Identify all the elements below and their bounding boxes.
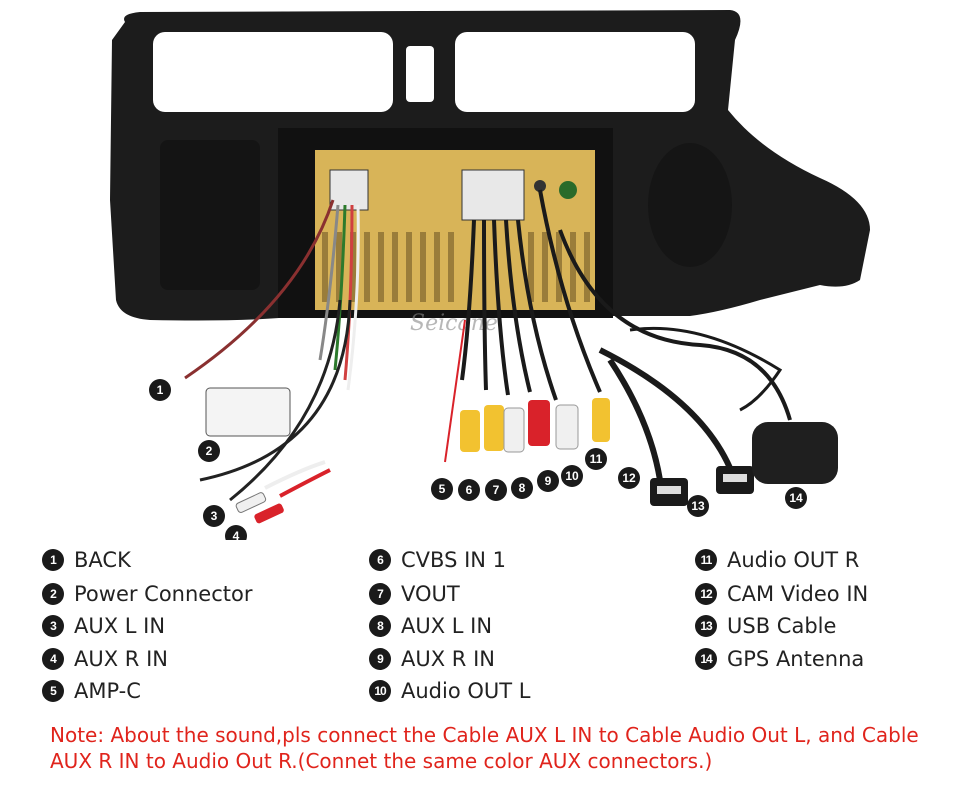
legend-label: AUX R IN [74, 647, 168, 671]
svg-text:10: 10 [565, 469, 579, 483]
svg-text:9: 9 [545, 474, 552, 488]
legend-item: 8 AUX L IN [369, 610, 492, 642]
av-connector [461, 169, 525, 221]
gps-socket [534, 180, 546, 192]
svg-text:11: 11 [590, 452, 603, 466]
usb-socket [559, 181, 577, 199]
callout-9: 9 [537, 470, 559, 492]
rca-plugs [460, 398, 610, 453]
usb-cables [598, 347, 754, 506]
legend-item: 6 CVBS IN 1 [369, 544, 506, 576]
legend-number-badge: 2 [42, 583, 64, 605]
legend-number-badge: 7 [369, 583, 391, 605]
legend-label: AUX R IN [401, 647, 495, 671]
note-text: Note: About the sound,pls connect the Ca… [50, 723, 919, 773]
legend-number-badge: 10 [369, 680, 391, 702]
callout-5: 5 [431, 478, 453, 500]
svg-text:4: 4 [233, 529, 240, 540]
legend-item: 2 Power Connector [42, 578, 252, 610]
legend-item: 14 GPS Antenna [695, 643, 864, 675]
callout-12: 12 [618, 467, 640, 489]
callout-7: 7 [485, 479, 507, 501]
legend-label: Audio OUT R [727, 548, 860, 572]
svg-text:3: 3 [211, 509, 218, 523]
svg-text:5: 5 [439, 482, 446, 496]
legend-item: 3 AUX L IN [42, 610, 165, 642]
svg-text:14: 14 [789, 491, 803, 505]
legend-label: USB Cable [727, 614, 837, 638]
legend-number-badge: 5 [42, 680, 64, 702]
legend-item: 1 BACK [42, 544, 131, 576]
legend-number-badge: 6 [369, 549, 391, 571]
legend-number-badge: 8 [369, 615, 391, 637]
legend-item: 12 CAM Video IN [695, 578, 868, 610]
callout-10: 10 [561, 465, 583, 487]
svg-text:2: 2 [206, 444, 213, 458]
svg-text:12: 12 [622, 471, 636, 485]
legend-label: BACK [74, 548, 131, 572]
svg-text:7: 7 [493, 483, 500, 497]
callout-3: 3 [203, 505, 225, 527]
legend-item: 4 AUX R IN [42, 643, 168, 675]
power-connector [205, 387, 291, 437]
bezel-window-left [153, 32, 393, 112]
legend-number-badge: 4 [42, 648, 64, 670]
callout-4: 4 [225, 525, 247, 540]
legend-number-badge: 9 [369, 648, 391, 670]
callout-8: 8 [511, 477, 533, 499]
legend-label: AUX L IN [74, 614, 166, 638]
legend-number-badge: 14 [695, 648, 717, 670]
callout-2: 2 [198, 440, 220, 462]
legend-item: 7 VOUT [369, 578, 460, 610]
legend-label: VOUT [401, 582, 460, 606]
svg-text:13: 13 [691, 499, 705, 513]
legend-label: AMP-C [74, 679, 141, 703]
gps-antenna [558, 229, 838, 484]
legend-item: 10 Audio OUT L [369, 675, 530, 707]
legend-number-badge: 11 [695, 549, 717, 571]
bezel-window-right [455, 32, 695, 112]
legend-item: 9 AUX R IN [369, 643, 495, 675]
legend-label: AUX L IN [401, 614, 493, 638]
legend-number-badge: 13 [695, 615, 717, 637]
legend-label: Power Connector [74, 582, 253, 606]
legend-number-badge: 12 [695, 583, 717, 605]
callout-13: 13 [687, 495, 709, 517]
legend-label: CAM Video IN [727, 582, 869, 606]
legend-label: Audio OUT L [401, 679, 531, 703]
svg-text:8: 8 [519, 481, 526, 495]
legend-item: 11 Audio OUT R [695, 544, 859, 576]
callout-11: 11 [585, 448, 607, 470]
legend: 1 BACK 2 Power Connector 3 AUX L IN 4 AUX R … [0, 544, 980, 714]
bezel-window-center [406, 46, 434, 102]
callouts: 1 2 3 4 5 6 7 8 9 10 11 12 13 14 [149, 379, 807, 540]
bezel-left-panel [160, 140, 260, 290]
bezel-right-vent [648, 143, 732, 267]
callout-1: 1 [149, 379, 171, 401]
callout-14: 14 [785, 487, 807, 509]
aux-rca-pair [235, 460, 331, 524]
legend-label: GPS Antenna [727, 647, 865, 671]
legend-number-badge: 3 [42, 615, 64, 637]
svg-text:6: 6 [466, 483, 473, 497]
main-connector [329, 169, 369, 211]
legend-number-badge: 1 [42, 549, 64, 571]
legend-item: 5 AMP-C [42, 675, 141, 707]
product-photo: Seicane [110, 10, 870, 540]
callout-6: 6 [458, 479, 480, 501]
harness-wires [184, 199, 360, 502]
svg-text:1: 1 [157, 383, 164, 397]
center-cables [444, 189, 602, 463]
legend-item: 13 USB Cable [695, 610, 836, 642]
legend-label: CVBS IN 1 [401, 548, 507, 572]
